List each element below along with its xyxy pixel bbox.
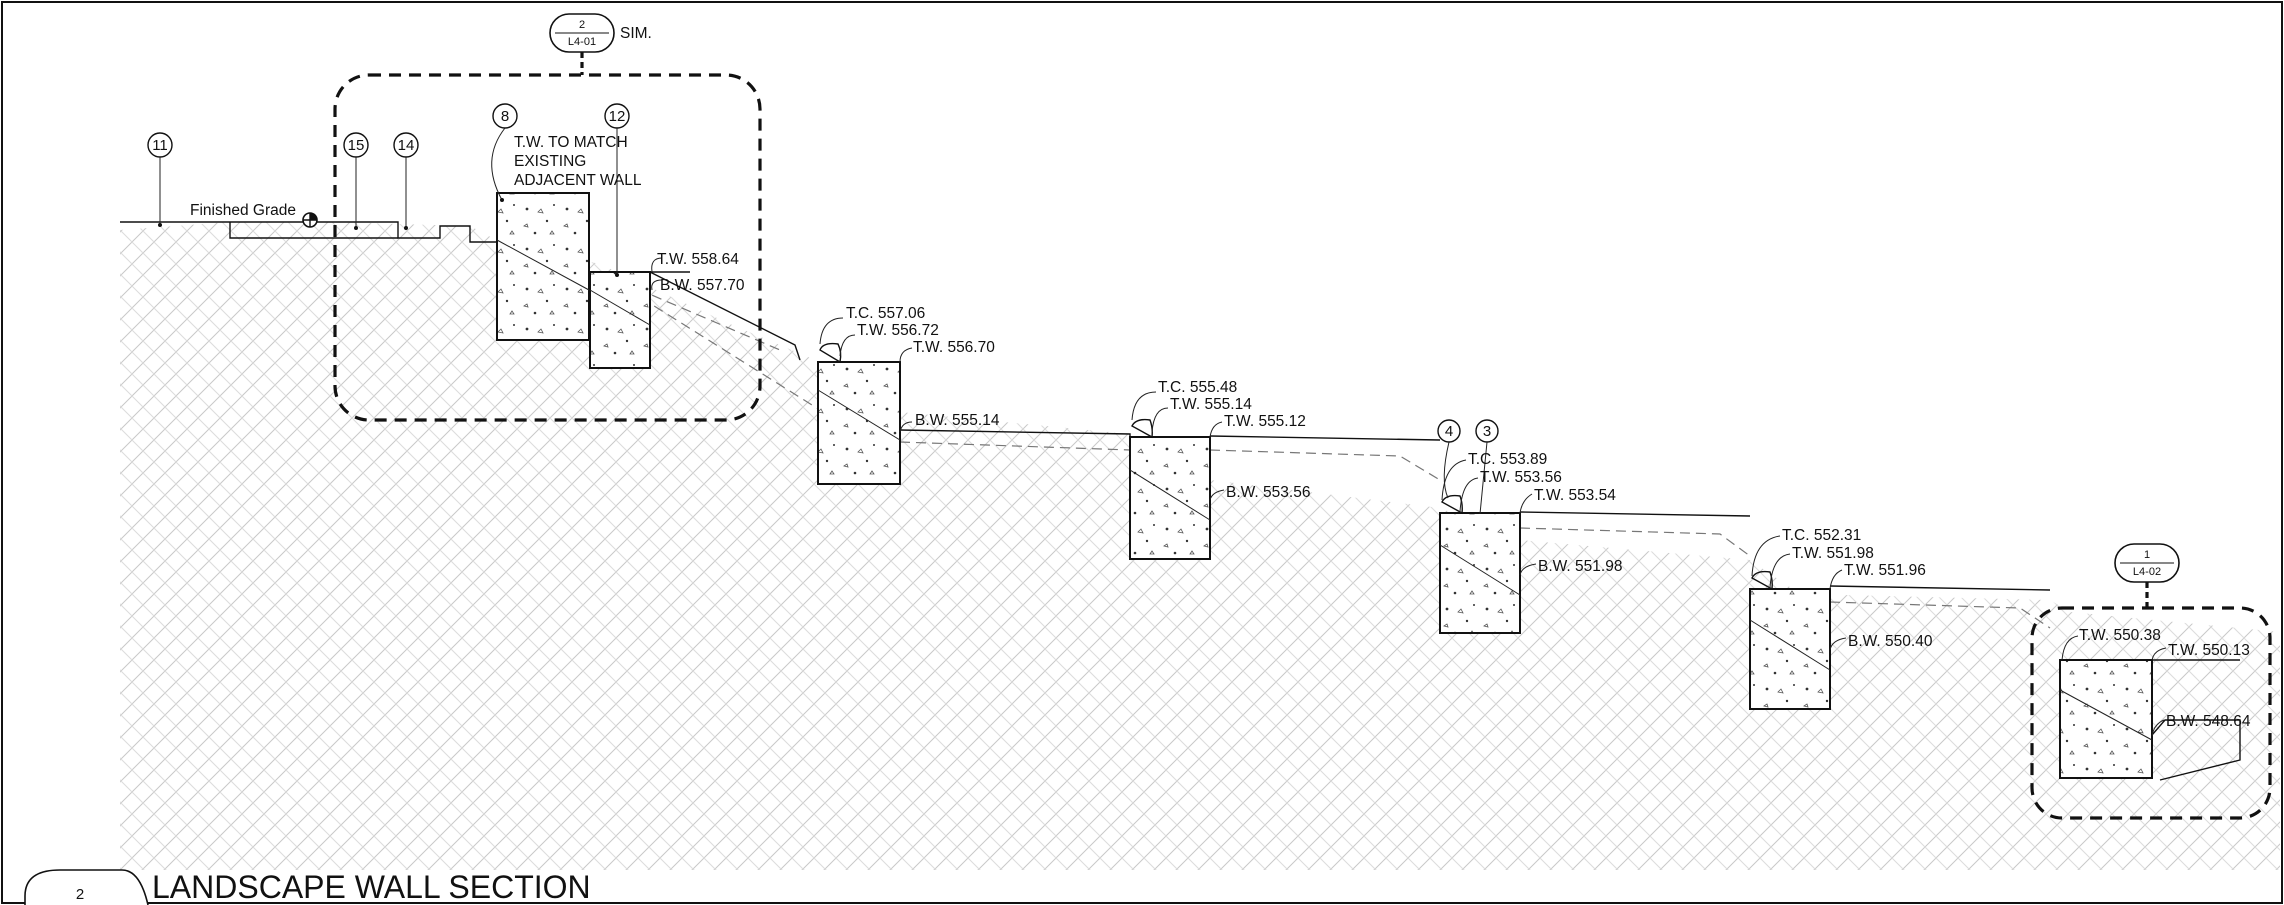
keynote-15[interactable]: 15 bbox=[343, 132, 369, 230]
wall-6 bbox=[1749, 570, 1831, 710]
elevation-label: T.C. 552.31 bbox=[1782, 527, 1861, 544]
wall-4 bbox=[1129, 418, 1211, 560]
detail-number: 1 bbox=[2144, 549, 2150, 561]
elevation-label: T.W. 551.98 bbox=[1792, 545, 1874, 562]
sheet-reference: L4-01 bbox=[568, 36, 596, 48]
wall-5 bbox=[1439, 494, 1521, 634]
wall-1 bbox=[496, 192, 590, 341]
elevation-label: T.W. 556.70 bbox=[913, 339, 995, 356]
finished-grade-label: Finished Grade bbox=[190, 202, 296, 219]
elevation-label: B.W. 557.70 bbox=[660, 277, 745, 294]
match-wall-note-line-1: T.W. TO MATCH bbox=[514, 134, 628, 151]
match-wall-note-line-3: ADJACENT WALL bbox=[514, 172, 642, 189]
keynote-11[interactable]: 11 bbox=[147, 132, 173, 227]
elevation-label: T.W. 551.96 bbox=[1844, 562, 1926, 579]
sheet-reference: L4-02 bbox=[2133, 566, 2161, 578]
elevation-label: T.C. 555.48 bbox=[1158, 379, 1237, 396]
elevation-label: T.W. 556.72 bbox=[857, 322, 939, 339]
elevation-label: T.W. 553.54 bbox=[1534, 487, 1616, 504]
svg-text:3: 3 bbox=[1483, 423, 1491, 440]
drawing-title: 2 LANDSCAPE WALL SECTION bbox=[24, 869, 591, 905]
svg-text:15: 15 bbox=[348, 137, 365, 154]
elevation-label: B.W. 553.56 bbox=[1226, 484, 1310, 501]
detail-callout-lower[interactable]: 1 L4-02 bbox=[2114, 543, 2180, 608]
elevation-label: B.W. 551.98 bbox=[1538, 558, 1622, 575]
keynote-3[interactable]: 3 bbox=[1475, 419, 1499, 515]
svg-text:8: 8 bbox=[501, 108, 509, 125]
finished-grade-marker bbox=[302, 212, 318, 228]
svg-text:14: 14 bbox=[398, 137, 415, 154]
elevation-label: T.W. 550.13 bbox=[2168, 642, 2250, 659]
detail-number: 2 bbox=[579, 19, 585, 31]
elevation-label: B.W. 548.64 bbox=[2166, 713, 2251, 730]
wall-3 bbox=[817, 342, 901, 485]
title-text: LANDSCAPE WALL SECTION bbox=[152, 869, 591, 905]
elevation-label: B.W. 555.14 bbox=[915, 412, 1000, 429]
elevation-label: B.W. 550.40 bbox=[1848, 633, 1933, 650]
svg-text:12: 12 bbox=[609, 108, 626, 125]
title-number: 2 bbox=[76, 886, 84, 903]
elevation-label: T.C. 553.89 bbox=[1468, 451, 1547, 468]
elevation-label: T.W. 553.56 bbox=[1480, 469, 1562, 486]
elevation-label: T.C. 557.06 bbox=[846, 305, 925, 322]
wall-2 bbox=[589, 271, 690, 369]
elevation-label: T.W. 558.64 bbox=[657, 251, 739, 268]
match-wall-note-line-2: EXISTING bbox=[514, 153, 586, 170]
keynote-4[interactable]: 4 bbox=[1437, 419, 1461, 499]
keynote-8[interactable]: 8 bbox=[491, 103, 518, 202]
keynote-12[interactable]: 12 bbox=[604, 103, 630, 277]
svg-text:4: 4 bbox=[1445, 423, 1453, 440]
elevation-label: T.W. 550.38 bbox=[2079, 627, 2161, 644]
detail-callout-upper[interactable]: 2 L4-01 SIM. bbox=[549, 13, 652, 75]
wall-7 bbox=[2059, 659, 2241, 781]
elevation-labels: T.W. 558.64 B.W. 557.70 T.C. 557.06 T.W.… bbox=[651, 251, 2251, 737]
elevation-label: T.W. 555.12 bbox=[1224, 413, 1306, 430]
elevation-label: T.W. 555.14 bbox=[1170, 396, 1252, 413]
keynote-14[interactable]: 14 bbox=[393, 132, 419, 230]
detail-boundary-upper bbox=[333, 73, 762, 422]
svg-text:11: 11 bbox=[152, 137, 168, 154]
similar-note: SIM. bbox=[620, 25, 652, 42]
finished-grade-line bbox=[120, 221, 2240, 661]
detail-boundary-lower bbox=[2030, 606, 2272, 820]
